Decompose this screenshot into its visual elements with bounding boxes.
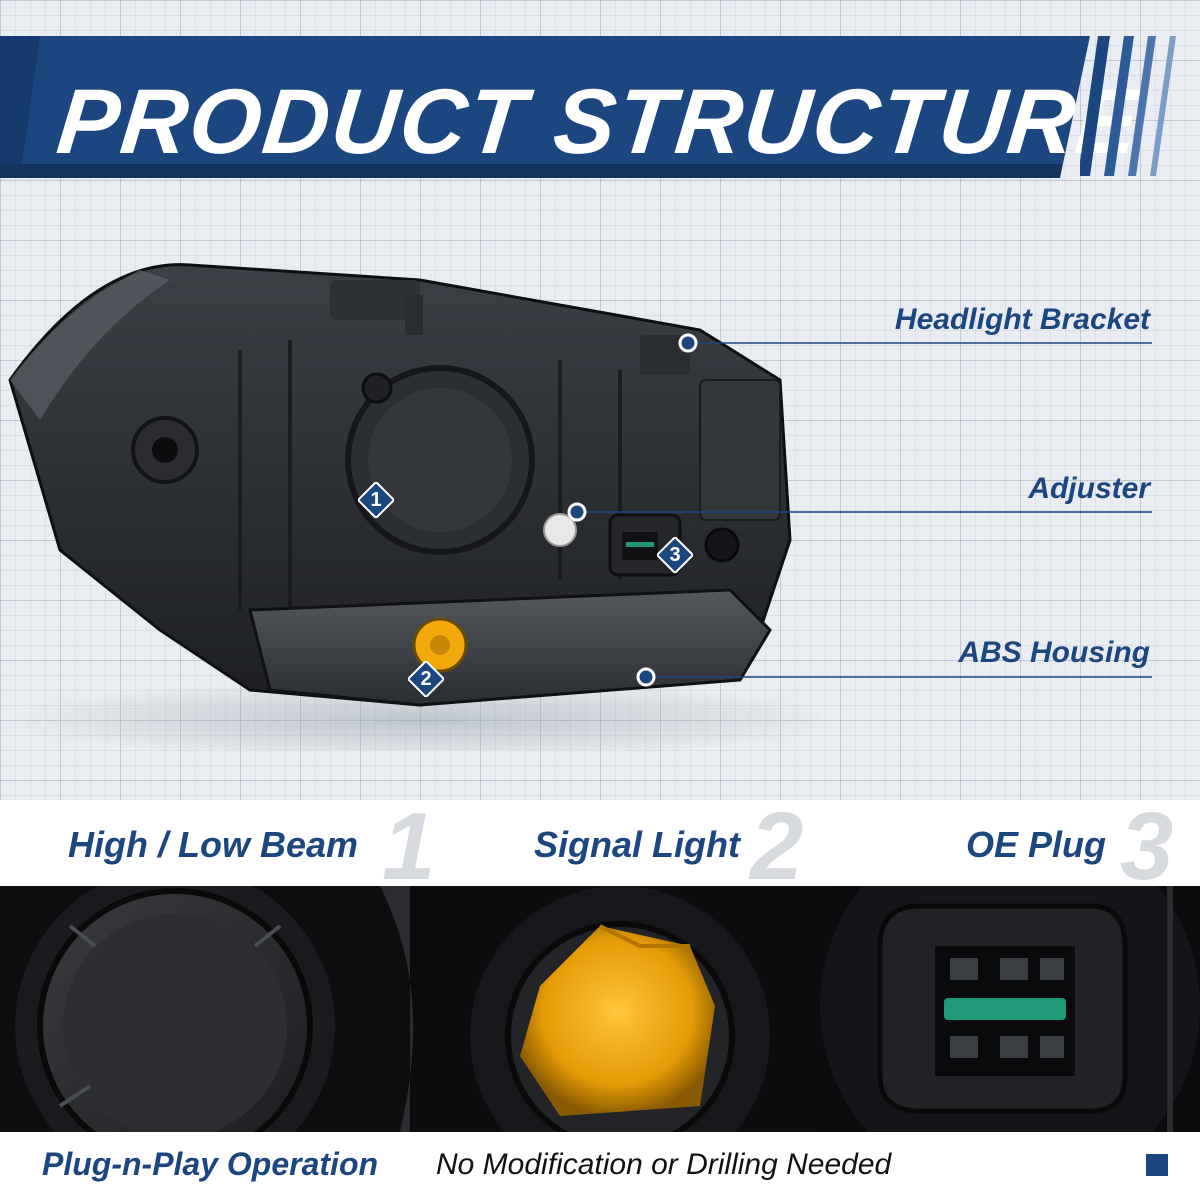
photo-signal-light	[410, 886, 832, 1132]
footer-headline: Plug-n-Play Operation	[42, 1146, 379, 1182]
marker-3-number: 3	[669, 544, 681, 566]
footer-square-icon	[1146, 1154, 1168, 1176]
feature-number: 3	[1120, 793, 1174, 900]
marker-1: 1	[358, 482, 394, 518]
banner-stripes-decoration	[1080, 36, 1176, 176]
callout-adjuster: Adjuster	[1028, 472, 1150, 505]
feature-label: Signal Light	[534, 824, 740, 865]
feature-signal-light: Signal Light 2	[410, 799, 850, 895]
callout-abs-housing: ABS Housing	[958, 636, 1150, 669]
callout-headlight-bracket: Headlight Bracket	[894, 303, 1150, 336]
feature-strip: High / Low Beam 1 Signal Light 2 OE Plug…	[0, 799, 1200, 895]
photo-high-low-beam	[0, 886, 414, 1132]
callout-lines	[567, 333, 1152, 687]
marker-2: 2	[408, 661, 444, 697]
footer-bar: Plug-n-Play Operation No Modification or…	[0, 1132, 1200, 1189]
footer-subtext: No Modification or Drilling Needed	[436, 1148, 892, 1181]
feature-number: 1	[382, 793, 436, 900]
detail-photos	[0, 886, 1200, 1132]
marker-3: 3	[657, 537, 693, 573]
feature-oe-plug: OE Plug 3	[850, 799, 1200, 895]
photo-oe-plug	[820, 886, 1200, 1132]
feature-label: High / Low Beam	[68, 824, 359, 865]
marker-1-number: 1	[370, 489, 382, 511]
feature-label: OE Plug	[966, 824, 1107, 865]
marker-2-number: 2	[420, 668, 432, 690]
feature-high-low-beam: High / Low Beam 1	[0, 799, 435, 895]
headlight-illustration	[0, 263, 820, 750]
feature-number: 2	[750, 793, 804, 900]
title-banner: PRODUCT STRUCTURE	[0, 36, 1145, 178]
